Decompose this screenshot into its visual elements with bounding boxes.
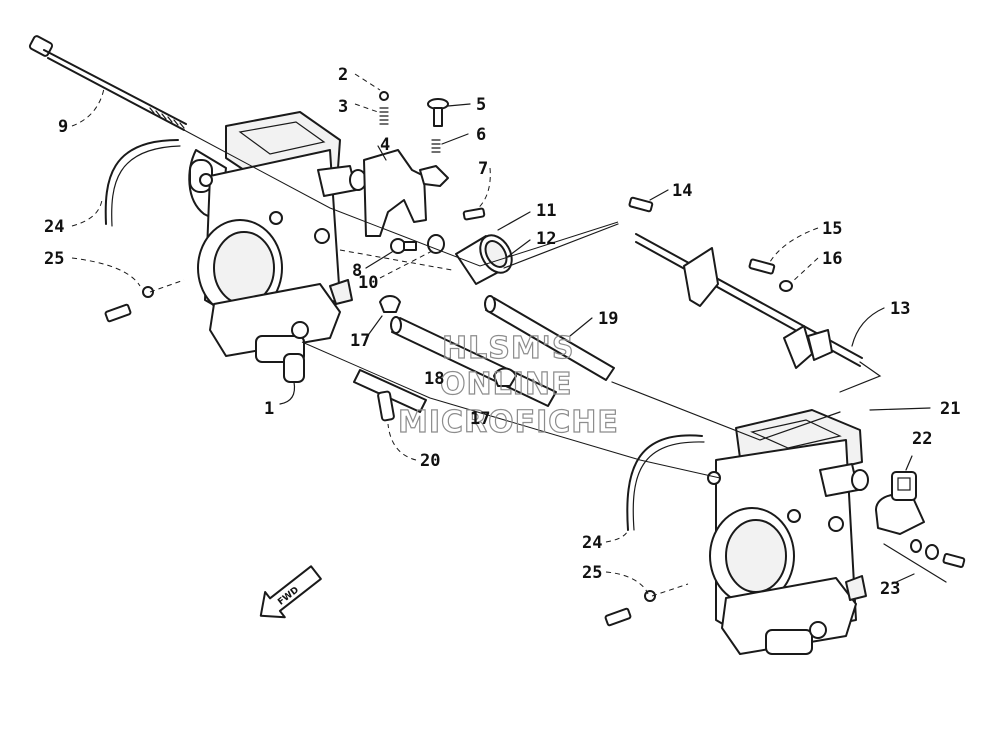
watermark-line-1: HLSM'S	[442, 331, 574, 366]
callout-9: 9	[58, 117, 68, 137]
callout-11: 11	[536, 201, 556, 221]
callout-25-left: 25	[44, 249, 64, 269]
t-fitting	[353, 369, 427, 422]
washer-16	[779, 280, 793, 292]
vent-hose-left	[104, 139, 179, 225]
callout-21: 21	[940, 399, 960, 419]
screw-5	[427, 98, 449, 127]
callout-8: 8	[352, 261, 362, 281]
callout-24-right: 24	[582, 533, 602, 553]
throttle-position-sensor	[875, 471, 925, 535]
watermark-line-3: MICROFICHE	[398, 405, 619, 440]
callout-4: 4	[380, 135, 390, 155]
screw-14	[628, 196, 654, 213]
callout-14: 14	[672, 181, 692, 201]
tube-18	[390, 316, 557, 407]
right-carburetor	[707, 409, 869, 655]
screw-7	[462, 207, 486, 221]
callout-22: 22	[912, 429, 932, 449]
bracket	[363, 149, 427, 237]
callout-3: 3	[338, 97, 348, 117]
callout-16: 16	[822, 249, 842, 269]
spring-6	[431, 139, 441, 153]
vent-hose-right	[626, 434, 703, 531]
callout-24-left: 24	[44, 217, 64, 237]
callout-leaders	[71, 73, 931, 595]
clip-17-upper	[379, 295, 401, 313]
callout-23: 23	[880, 579, 900, 599]
screw-2	[379, 91, 389, 101]
left-carburetor	[188, 111, 367, 383]
callout-17-lower: 17	[470, 409, 490, 429]
clip	[419, 165, 449, 187]
alignment-lines	[149, 129, 947, 597]
callout-10: 10	[358, 273, 378, 293]
callout-13: 13	[890, 299, 910, 319]
callout-1: 1	[264, 399, 274, 419]
sensor-hardware	[910, 539, 966, 568]
front-direction-arrow: FWD	[259, 565, 322, 619]
spring-3	[379, 107, 389, 125]
callout-15: 15	[822, 219, 842, 239]
callout-6: 6	[476, 125, 486, 145]
callout-19: 19	[598, 309, 618, 329]
clip-17-lower	[493, 367, 517, 387]
callout-5: 5	[476, 95, 486, 115]
watermark: HLSM'S ONLINE MICROFICHE	[397, 330, 619, 440]
callout-7: 7	[478, 159, 488, 179]
throttle-spring-cap	[455, 234, 513, 285]
callout-25-right: 25	[582, 563, 602, 583]
callout-18: 18	[424, 369, 444, 389]
callout-17-upper: 17	[350, 331, 370, 351]
screw-right	[604, 590, 656, 627]
callout-20: 20	[420, 451, 440, 471]
callout-numbers: 2 3 4 5 6 7 9 24 25 8 10 11 12 14 15 16 …	[44, 65, 960, 599]
throttle-shaft	[635, 233, 863, 369]
screw-left	[104, 286, 154, 323]
spacer-10	[427, 234, 445, 254]
callout-12: 12	[536, 229, 556, 249]
watermark-line-2: ONLINE	[440, 367, 573, 402]
long-bolt	[28, 35, 187, 131]
callout-2: 2	[338, 65, 348, 85]
screw-15	[748, 258, 776, 275]
screw-8	[390, 238, 417, 254]
tube-19	[484, 295, 615, 381]
